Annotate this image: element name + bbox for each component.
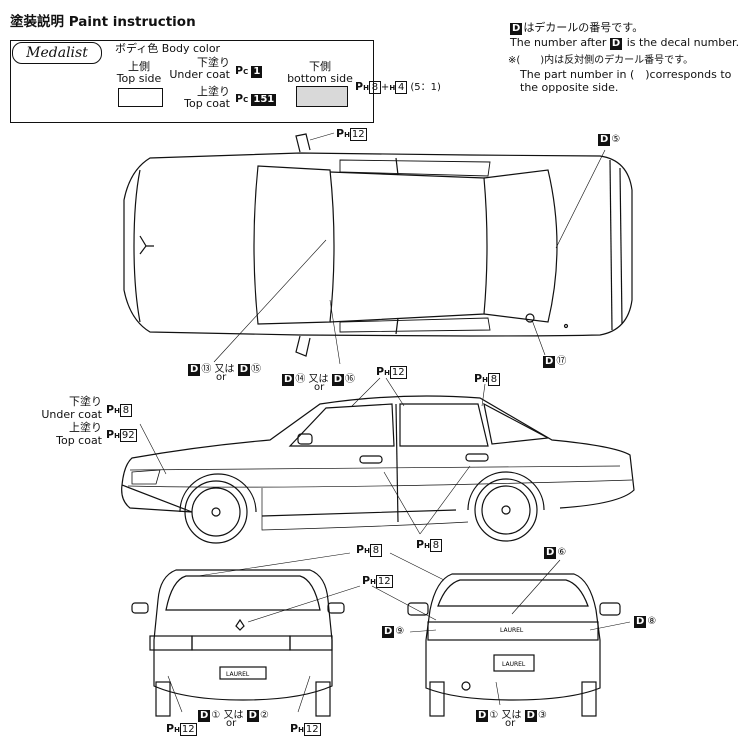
page-title: 塗装説明 Paint instruction (10, 14, 196, 30)
top-or-mid: or (314, 382, 325, 393)
top-coat-code: PC 151 (235, 92, 277, 106)
top-side-en: Top side (116, 72, 162, 85)
note-paren-en-1: The part number in ( )corresponds to (520, 68, 732, 81)
car-front-view (131, 569, 345, 717)
top-coat-en: Top coat (184, 97, 230, 110)
rear-plate-lettering: LAUREL (502, 661, 526, 668)
top-side-swatch (118, 88, 163, 107)
note-decal-en: The number after D is the decal number. (510, 36, 740, 50)
under-coat-en: Under coat (169, 68, 230, 81)
front-or: or (226, 718, 237, 729)
car-rear-view (407, 573, 621, 717)
under-coat-code: PC 1 (235, 64, 263, 78)
bottom-side-ja: 下側 (309, 60, 331, 73)
bottom-side-swatch (296, 86, 348, 107)
medalist-logo: Medalist (12, 42, 102, 64)
note-paren-en-2: the opposite side. (520, 81, 619, 94)
rear-or: or (505, 718, 516, 729)
trunk-lettering: LAUREL (500, 627, 524, 634)
top-side-ja: 上側 (128, 60, 150, 73)
bottom-side-en: bottom side (287, 72, 353, 85)
note-paren-ja: ※( )内は反対側のデカール番号です。 (508, 55, 694, 66)
body-color-label: ボディ色 Body color (115, 42, 221, 55)
car-top-view (123, 133, 633, 357)
front-plate-lettering: LAUREL (226, 671, 250, 678)
side-top-coat-en: Top coat (56, 434, 102, 447)
top-or-left: or (216, 372, 227, 383)
leader-lines (139, 132, 631, 713)
car-side-view (121, 395, 635, 544)
side-under-coat-ja: 下塗り (69, 395, 102, 408)
under-coat-ja: 下塗り (197, 56, 230, 69)
side-top-coat-ja: 上塗り (69, 421, 102, 434)
top-coat-ja: 上塗り (197, 85, 230, 98)
side-under-coat-en: Under coat (41, 408, 102, 421)
